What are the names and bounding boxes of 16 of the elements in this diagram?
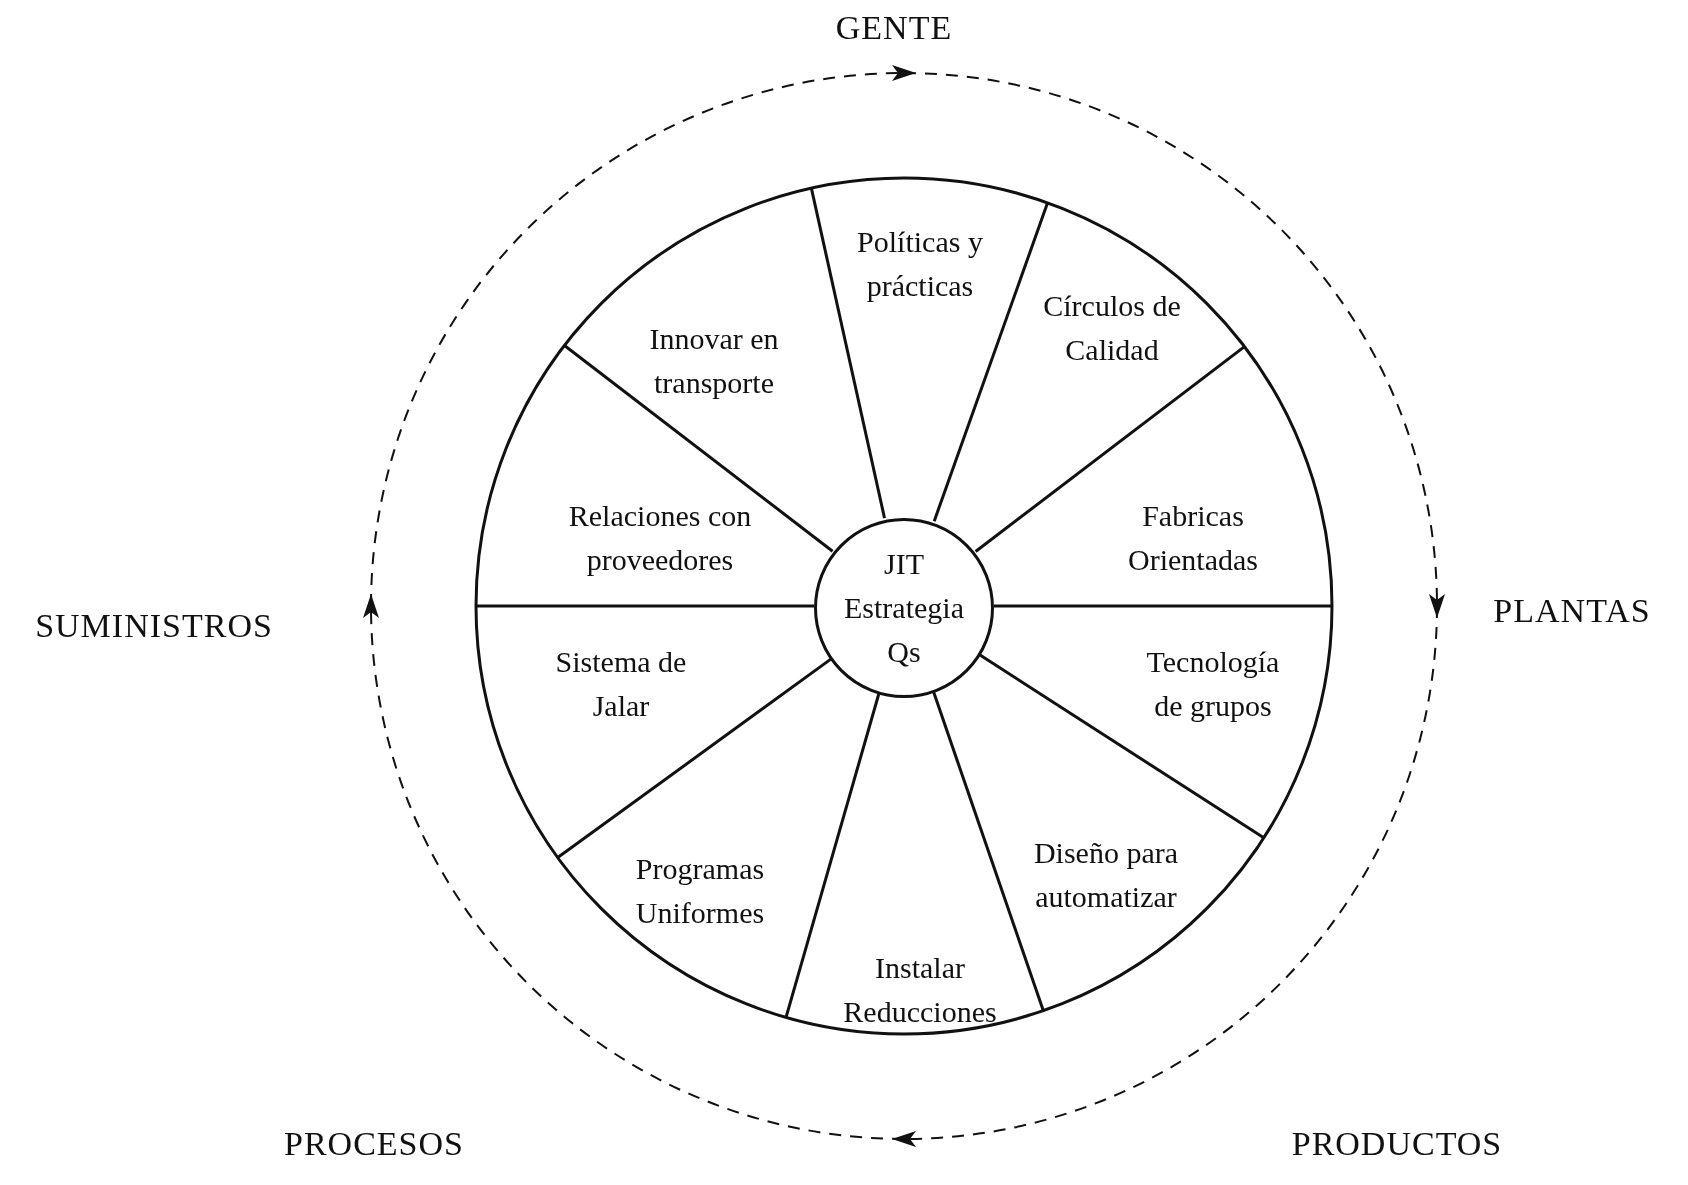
sector-text: Relaciones con proveedores	[535, 494, 785, 582]
cycle-label: PLANTAS	[1493, 592, 1651, 630]
center-text: JIT Estrategia Qs	[843, 546, 965, 670]
sector-text: Políticas y prácticas	[837, 220, 1003, 308]
cycle-label: PRODUCTOS	[1291, 1125, 1503, 1163]
sector-text: Diseño para automatizar	[1011, 831, 1201, 919]
sector-text: Tecnología de grupos	[1133, 640, 1293, 728]
sector-text: Círculos de Calidad	[1042, 284, 1182, 372]
sector-text: Fabricas Orientadas	[1103, 494, 1283, 582]
sector-text: Programas Uniformes	[610, 847, 790, 935]
cycle-label: GENTE	[835, 9, 953, 47]
sector-text: Sistema de Jalar	[533, 640, 709, 728]
cycle-label: PROCESOS	[284, 1125, 464, 1163]
cycle-label: SUMINISTROS	[35, 607, 273, 645]
sector-text: Instalar Reducciones	[830, 946, 1010, 1034]
sector-text: Innovar en transporte	[624, 317, 804, 405]
